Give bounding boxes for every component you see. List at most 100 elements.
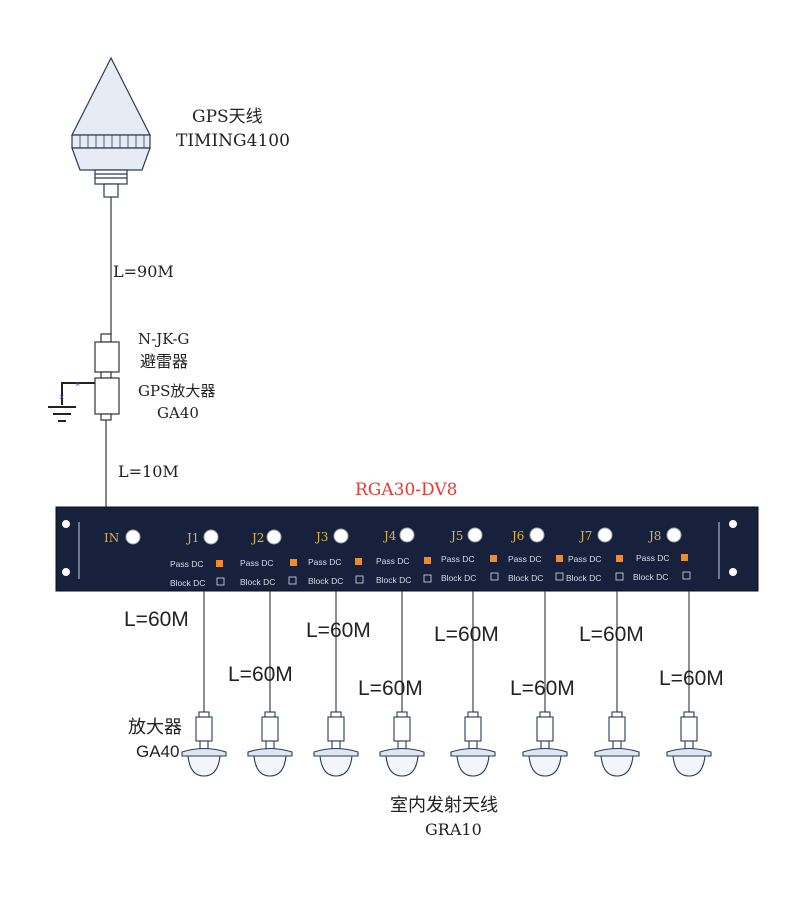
splitter-model: RGA30-DV8	[355, 480, 457, 500]
block-dc-label: Block DC	[441, 573, 476, 583]
indoor-antenna-model: GRA10	[425, 820, 482, 839]
pass-dc-label: Pass DC	[441, 554, 475, 564]
block-dc-indicator	[423, 574, 432, 583]
port-j6: J6 Pass DC Block DC	[508, 527, 564, 583]
branch-length-1: L=60M	[124, 608, 189, 631]
cable-length-top: L=90M	[113, 262, 174, 281]
amplifier-bottom-label: 放大器	[128, 717, 182, 738]
pass-dc-label: Pass DC	[636, 553, 670, 563]
block-dc-indicator	[288, 576, 297, 585]
block-dc-indicator	[490, 572, 499, 581]
splitter-unit: IN J1 Pass DC Block DC J2 Pass DC Block …	[55, 506, 759, 592]
surge-protector-label: 避雷器	[140, 352, 188, 371]
port-in-label: IN	[104, 531, 119, 545]
port-label: J3	[314, 530, 328, 544]
port-in-connector	[125, 529, 141, 545]
gps-antenna-label: GPS天线	[192, 107, 263, 127]
branch-length-3: L=60M	[306, 619, 371, 642]
gps-antenna-icon	[71, 56, 151, 198]
port-connector	[399, 527, 415, 543]
pass-dc-indicator	[490, 555, 497, 562]
block-dc-label: Block DC	[240, 577, 275, 587]
pass-dc-label: Pass DC	[240, 558, 274, 568]
block-dc-label: Block DC	[508, 573, 543, 583]
port-j2: J2 Pass DC Block DC	[240, 529, 297, 587]
pass-dc-label: Pass DC	[308, 557, 342, 567]
ground-icon	[48, 382, 95, 422]
gps-antenna-model: TIMING4100	[176, 131, 290, 151]
port-label: J7	[578, 529, 592, 543]
gps-amplifier-label: GPS放大器	[138, 382, 215, 400]
port-connector	[203, 529, 219, 545]
branch-length-8: L=60M	[659, 667, 724, 690]
mount-hole-icon	[729, 520, 737, 528]
pass-dc-label: Pass DC	[170, 559, 204, 569]
port-label: J5	[449, 529, 463, 543]
port-j3: J3 Pass DC Block DC	[308, 528, 364, 586]
port-j8: J8 Pass DC Block DC	[633, 527, 691, 582]
mount-hole-icon	[729, 568, 737, 576]
port-connector	[467, 527, 483, 543]
gps-amplifier-model: GA40	[157, 404, 199, 422]
pass-dc-indicator	[616, 555, 623, 562]
port-connector	[529, 527, 545, 543]
pass-dc-label: Pass DC	[568, 554, 602, 564]
indoor-antenna-7	[594, 711, 640, 777]
branch-cables	[203, 591, 690, 712]
branch-length-7: L=60M	[579, 623, 644, 646]
surge-protector-icon	[94, 333, 120, 379]
block-dc-indicator	[555, 572, 564, 581]
port-j1: J1 Pass DC Block DC	[170, 529, 225, 588]
port-j7: J7 Pass DC Block DC	[566, 527, 624, 583]
indoor-antenna-3	[313, 711, 359, 777]
block-dc-indicator	[682, 571, 691, 580]
pass-dc-indicator	[355, 558, 362, 565]
block-dc-indicator	[355, 575, 364, 584]
block-dc-label: Block DC	[633, 572, 668, 582]
block-dc-indicator	[615, 572, 624, 581]
block-dc-label: Block DC	[308, 576, 343, 586]
pass-dc-indicator	[556, 555, 563, 562]
port-label: J8	[647, 529, 661, 543]
indoor-antenna-8	[666, 711, 712, 777]
cable-length-mid: L=10M	[118, 462, 179, 481]
amplifier-bottom-model: GA40	[136, 742, 179, 761]
pass-dc-indicator	[424, 557, 431, 564]
mount-hole-icon	[62, 568, 70, 576]
port-label: J6	[510, 529, 524, 543]
branch-length-6: L=60M	[510, 677, 575, 700]
connection-mark-icon: ×	[75, 379, 80, 389]
pass-dc-label: Pass DC	[508, 554, 542, 564]
pass-dc-indicator	[681, 554, 688, 561]
branch-length-4: L=60M	[358, 677, 423, 700]
block-dc-label: Block DC	[170, 578, 205, 588]
pass-dc-indicator	[216, 560, 223, 567]
port-connector	[333, 528, 349, 544]
port-j5: J5 Pass DC Block DC	[441, 527, 499, 583]
surge-protector-model: N-JK-G	[138, 330, 189, 348]
block-dc-label: Block DC	[566, 573, 601, 583]
pass-dc-label: Pass DC	[376, 556, 410, 566]
port-j4: J4 Pass DC Block DC	[376, 527, 432, 585]
indoor-antenna-4	[379, 711, 425, 777]
indoor-antenna-5	[450, 711, 496, 777]
block-dc-label: Block DC	[376, 575, 411, 585]
port-label: J4	[382, 529, 397, 543]
pass-dc-indicator	[290, 559, 297, 566]
indoor-antenna-2	[247, 711, 293, 777]
indoor-antenna-label: 室内发射天线	[390, 795, 498, 816]
port-connector	[597, 527, 613, 543]
port-label: J2	[250, 531, 264, 545]
indoor-antenna-6	[522, 711, 568, 777]
port-connector	[266, 529, 282, 545]
connection-mark-icon: ×	[59, 392, 64, 402]
port-label: J1	[185, 531, 199, 545]
mount-hole-icon	[62, 520, 70, 528]
branch-length-5: L=60M	[434, 623, 499, 646]
port-connector	[666, 527, 682, 543]
gps-amplifier-icon	[94, 377, 120, 421]
indoor-antenna-1	[181, 711, 227, 777]
block-dc-indicator	[216, 577, 225, 586]
